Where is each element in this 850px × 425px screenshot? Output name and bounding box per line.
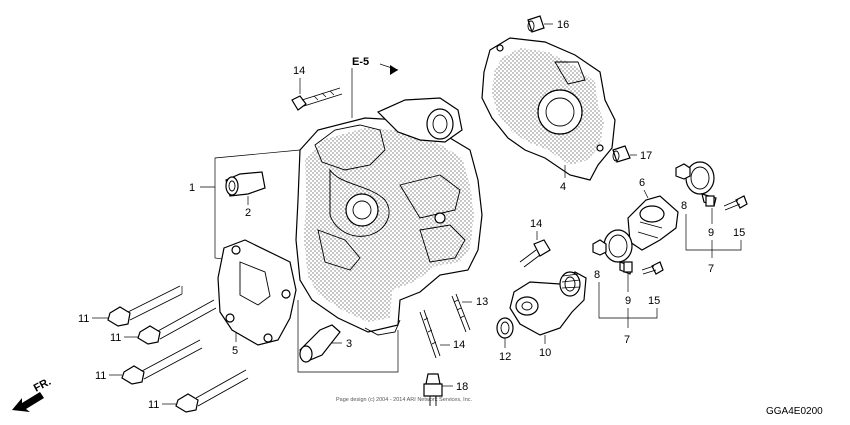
callout-7a: 7 [708,263,714,275]
stud-bolt-13-b[interactable] [419,309,441,359]
callout-4: 4 [560,181,566,193]
valve-guide-2[interactable] [225,171,266,197]
bolt-11-b[interactable] [137,299,217,345]
plate-5[interactable] [217,239,297,346]
callout-6-group: 6 [639,177,649,199]
clamp-collar-9-upper[interactable] [705,195,715,207]
valve-guide-3[interactable] [299,324,341,363]
callout-11d: 11 [148,399,159,411]
callout-11-group: 11 11 11 11 [78,313,176,411]
spark-plug-18[interactable] [423,373,443,406]
dowel-pin-15-top[interactable] [527,15,545,33]
dowel-pin-15-right[interactable] [612,145,631,163]
callout-13b: 14 [453,339,465,351]
callout-9b: 9 [625,295,631,307]
callout-14b: 15 [648,295,660,307]
callout-1: 1 [189,182,195,194]
callout-16: 14 [530,218,542,230]
callout-7b: 7 [624,334,630,346]
callout-14a: 15 [733,227,745,239]
clamp-nut-8-lower[interactable] [592,239,607,256]
callout-11b: 11 [110,332,121,344]
section-ref-label: E-5 [352,56,369,68]
bolt-16[interactable] [519,239,551,268]
intake-pipe-6[interactable] [627,195,679,251]
callout-17-group: 14 [293,65,305,94]
bolt-17[interactable] [291,87,343,111]
callout-8a: 8 [681,200,687,212]
cylinder-head-cover-gasket[interactable] [481,37,616,181]
callout-10: 10 [539,347,551,359]
callout-upper-clamp-group: 8 9 15 7 [681,200,745,275]
callout-15a: 16 [557,19,569,31]
section-reference: E-5 [351,56,399,118]
callout-11c: 11 [95,370,106,382]
clamp-nut-8-upper[interactable] [675,163,691,180]
callout-15b: 17 [640,150,652,162]
clamp-screw-14-lower[interactable] [641,261,664,275]
callout-lower-clamp-group: 8 9 15 7 [594,269,660,346]
copyright-notice: Page design (c) 2004 - 2014 ARI Network … [336,397,473,403]
diagram-code: GGA4E0200 [766,406,823,417]
clamp-collar-9-lower[interactable] [623,261,633,273]
callout-18-group: 18 [442,381,468,393]
stud-bolt-13-a[interactable] [451,293,471,333]
bolt-11-c[interactable] [121,339,203,385]
callout-11a: 11 [78,313,89,325]
callout-6: 6 [639,177,645,189]
o-ring-12[interactable] [496,317,514,339]
callout-8b: 8 [594,269,600,281]
callout-9a: 9 [708,227,714,239]
clamp-screw-14-upper[interactable] [723,195,748,211]
front-marker-label: FR. [32,376,53,395]
callout-10-group: 10 [539,335,551,359]
callout-15a-group: 16 [544,19,569,31]
callout-4-group: 4 [560,165,566,193]
callout-13a: 13 [476,296,488,308]
callout-3-group: 3 [297,300,399,373]
callout-18: 18 [456,381,468,393]
callout-15b-group: 17 [630,150,652,162]
bolt-11-d[interactable] [175,369,249,413]
callout-12: 12 [499,351,511,363]
callout-12-group: 12 [499,338,511,363]
callout-17: 14 [293,65,305,77]
cylinder-head[interactable] [295,97,483,336]
callout-13-group: 13 14 [440,296,488,351]
clamp-band-lower[interactable] [603,229,633,275]
callout-2-group: 2 [245,196,251,219]
callout-5: 5 [232,345,238,357]
callout-3: 3 [346,338,352,350]
front-direction-marker: FR. [12,376,53,412]
callout-2: 2 [245,207,251,219]
insulator-10[interactable] [509,271,587,336]
callout-16-group: 14 [530,218,542,240]
callout-5-group: 5 [232,333,238,357]
bolt-11-a[interactable] [107,285,183,327]
